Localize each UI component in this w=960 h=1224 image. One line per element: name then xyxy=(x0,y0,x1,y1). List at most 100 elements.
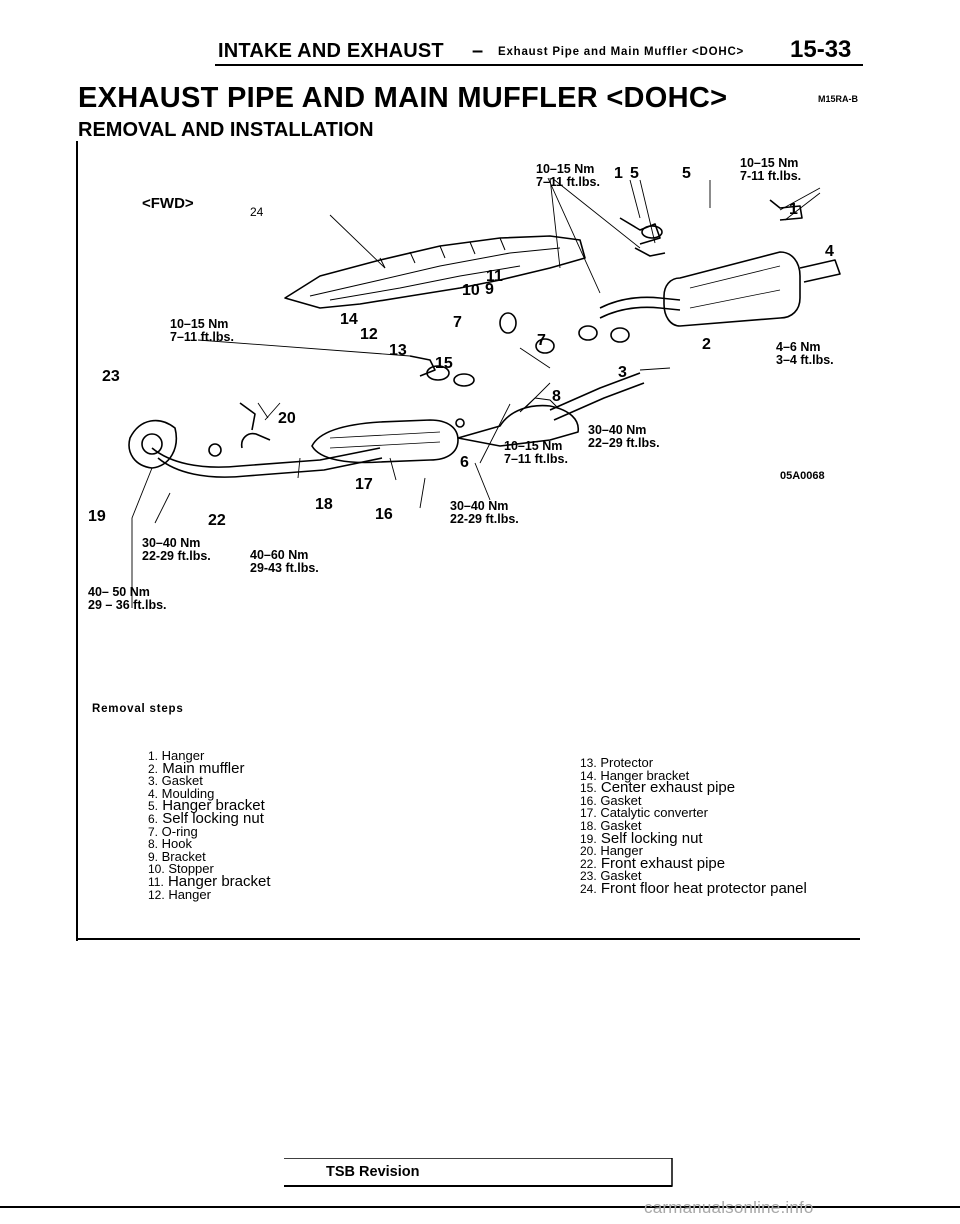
list-item: 6. Self locking nut xyxy=(148,809,264,827)
list-item: 24. Front floor heat protector panel xyxy=(580,879,807,897)
callout-7b: 7 xyxy=(537,332,546,349)
exhaust-exploded-diagram xyxy=(128,177,841,608)
torque-nm: 40– 50 Nm xyxy=(88,585,150,599)
header-dash: – xyxy=(472,40,484,62)
torque-spec-1: 10–15 Nm 7–11 ft.lbs. xyxy=(536,163,600,189)
list-item: 5. Hanger bracket xyxy=(148,797,265,815)
torque-ftlbs: 7–11 ft.lbs. xyxy=(504,452,568,466)
torque-spec-4: 4–6 Nm 3–4 ft.lbs. xyxy=(776,341,834,367)
torque-nm: 40–60 Nm xyxy=(250,548,309,562)
watermark: carmanualsonline.info xyxy=(644,1198,814,1217)
list-item: 8. Hook xyxy=(148,836,192,852)
list-item: 15. Center exhaust pipe xyxy=(580,779,736,797)
front-exhaust-pipe-shape xyxy=(151,447,381,468)
removal-steps-heading: Removal steps xyxy=(92,703,184,715)
list-item: 19. Self locking nut xyxy=(580,829,703,847)
list-item: 12. Hanger xyxy=(148,886,211,902)
list-item: 2. Main muffler xyxy=(148,759,245,777)
list-item: 14. Hanger bracket xyxy=(580,767,690,783)
callout-5b: 5 xyxy=(682,165,691,182)
torque-ftlbs: 22-29 ft.lbs. xyxy=(450,512,519,526)
subsection-title: Exhaust Pipe and Main Muffler <DOHC> xyxy=(498,46,745,58)
torque-nm: 4–6 Nm xyxy=(776,340,821,354)
torque-nm: 30–40 Nm xyxy=(588,423,647,437)
list-item: 17. Catalytic converter xyxy=(580,805,708,821)
torque-ftlbs: 7–11 ft.lbs. xyxy=(170,330,234,344)
list-item: 7. O-ring xyxy=(148,823,198,839)
list-item: 4. Moulding xyxy=(148,785,215,801)
callout-22: 22 xyxy=(208,512,226,529)
callout-7a: 7 xyxy=(453,314,462,331)
torque-ftlbs: 7-11 ft.lbs. xyxy=(740,169,802,183)
callout-14: 14 xyxy=(340,311,358,328)
list-item: 3. Gasket xyxy=(148,773,203,789)
torque-spec-2: 10–15 Nm 7-11 ft.lbs. xyxy=(740,157,801,183)
callout-1: 1 xyxy=(789,201,798,218)
fwd-label: <FWD> xyxy=(142,195,194,212)
header-rule xyxy=(215,64,863,66)
heat-protector-shape xyxy=(284,235,586,309)
torque-spec-7: 30–40 Nm 22-29 ft.lbs. xyxy=(450,500,519,526)
list-item: 18. Gasket xyxy=(580,817,642,833)
torque-spec-8: 30–40 Nm 22-29 ft.lbs. xyxy=(142,537,211,563)
callout-18: 18 xyxy=(315,496,333,513)
callout-23: 23 xyxy=(102,368,120,385)
torque-spec-3: 10–15 Nm 7–11 ft.lbs. xyxy=(170,318,234,344)
torque-nm: 10–15 Nm xyxy=(536,162,595,176)
list-item: 9. Bracket xyxy=(148,848,206,864)
callout-3: 3 xyxy=(618,364,627,381)
callout-13: 13 xyxy=(389,342,407,359)
list-item: 1. Hanger xyxy=(148,748,205,763)
bottom-rule xyxy=(0,1206,960,1208)
main-muffler-shape xyxy=(663,251,801,327)
torque-spec-10: 40– 50 Nm 29 – 36 ft.lbs. xyxy=(88,586,167,612)
torque-nm: 30–40 Nm xyxy=(450,499,509,513)
center-pipe-shape xyxy=(457,404,579,447)
list-item: 22. Front exhaust pipe xyxy=(580,854,726,872)
callout-15: 15 xyxy=(435,355,453,372)
torque-spec-9: 40–60 Nm 29-43 ft.lbs. xyxy=(250,549,319,575)
callout-20: 20 xyxy=(278,410,296,427)
callout-6: 6 xyxy=(460,454,469,471)
callout-24: 24 xyxy=(250,205,264,219)
torque-nm: 10–15 Nm xyxy=(740,156,799,170)
callout-17: 17 xyxy=(355,476,373,493)
section-title: INTAKE AND EXHAUST xyxy=(218,40,444,62)
torque-ftlbs: 3–4 ft.lbs. xyxy=(776,353,834,367)
list-item: 13. Protector xyxy=(580,755,654,770)
figure-id: 05A0068 xyxy=(780,470,825,482)
list-item: 11. Hanger bracket xyxy=(148,872,271,890)
torque-nm: 30–40 Nm xyxy=(142,536,201,550)
section-subtitle: REMOVAL AND INSTALLATION xyxy=(78,119,374,141)
torque-spec-6: 10–15 Nm 7–11 ft.lbs. xyxy=(504,440,568,466)
tsb-revision-box xyxy=(284,1158,673,1187)
doc-code: M15RA-B xyxy=(818,94,859,104)
page-title: EXHAUST PIPE AND MAIN MUFFLER <DOHC> xyxy=(78,82,728,114)
torque-nm: 10–15 Nm xyxy=(170,317,229,331)
list-item: 23. Gasket xyxy=(580,868,642,884)
torque-nm: 10–15 Nm xyxy=(504,439,563,453)
catalytic-converter-shape xyxy=(311,419,459,464)
callout-12: 12 xyxy=(360,326,378,343)
callout-16: 16 xyxy=(375,506,393,523)
list-item: 20. Hanger xyxy=(580,843,643,859)
callout-2: 2 xyxy=(702,336,711,353)
torque-ftlbs: 22–29 ft.lbs. xyxy=(588,436,660,450)
torque-ftlbs: 7–11 ft.lbs. xyxy=(536,175,600,189)
callout-1b: 1 xyxy=(614,165,623,182)
page-number: 15-33 xyxy=(790,36,852,63)
torque-spec-5: 30–40 Nm 22–29 ft.lbs. xyxy=(588,424,660,450)
section-bottom-rule xyxy=(76,938,860,940)
callout-9: 9 xyxy=(485,281,494,298)
list-item: 16. Gasket xyxy=(580,792,642,808)
callout-11: 11 xyxy=(486,268,503,285)
callout-5a: 5 xyxy=(630,165,639,182)
callout-19: 19 xyxy=(88,508,106,525)
callout-8: 8 xyxy=(552,388,561,405)
torque-ftlbs: 29-43 ft.lbs. xyxy=(250,561,319,575)
left-border xyxy=(76,141,78,941)
removal-steps-left: 1. Hanger 2. Main muffler 3. Gasket 4. M… xyxy=(148,748,271,902)
torque-ftlbs: 22-29 ft.lbs. xyxy=(142,549,211,563)
callout-10: 10 xyxy=(462,282,480,299)
tsb-revision-label: TSB Revision xyxy=(326,1164,420,1180)
